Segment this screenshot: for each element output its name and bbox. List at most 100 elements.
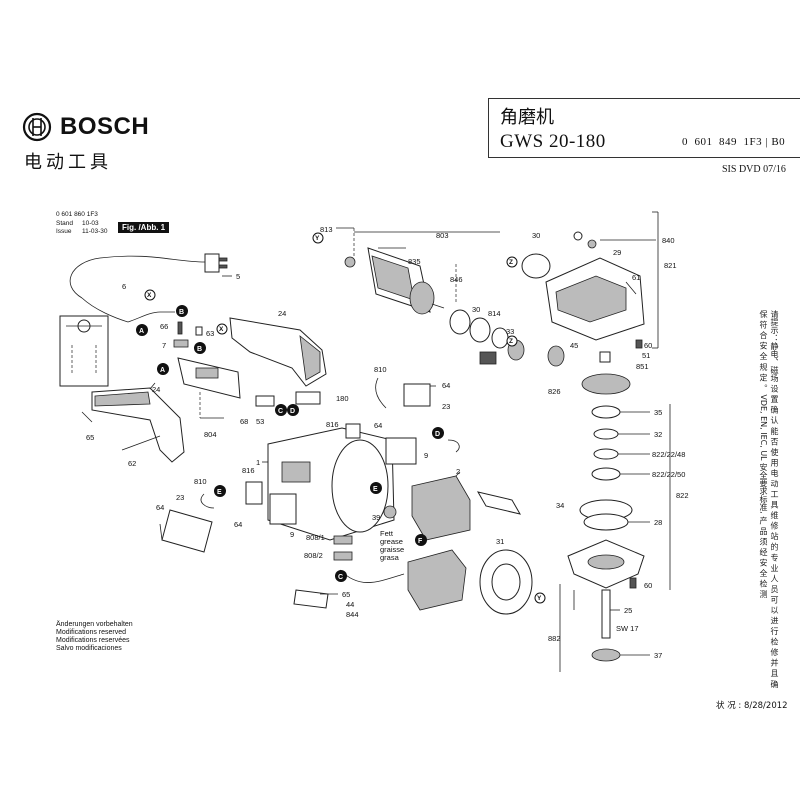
spindle-25 <box>601 589 611 639</box>
part-840b <box>587 239 597 249</box>
marker-d-2: D <box>432 427 444 439</box>
stand-value: 10-03 <box>82 220 99 227</box>
wire-d <box>447 439 460 453</box>
sis-line: SIS DVD 07/16 <box>722 164 786 175</box>
callout-24b: 24 <box>152 385 160 394</box>
brand-header: BOSCH <box>22 112 149 142</box>
housing-vent <box>281 461 311 483</box>
svg-text:E: E <box>373 486 378 493</box>
fan-part <box>479 351 497 365</box>
callout-53: 53 <box>256 417 264 426</box>
modification-notes: Änderungen vorbehalten Modifications res… <box>56 621 133 653</box>
part-808-1 <box>333 535 353 545</box>
rear-handle-cap <box>299 335 321 381</box>
callout-28: 28 <box>654 518 662 527</box>
callout-808-2: 808/2 <box>304 551 323 560</box>
marker-a-1: A <box>136 324 148 336</box>
callout-30a: 30 <box>472 305 480 314</box>
marker-a-2: A <box>157 363 169 375</box>
stand-label: Stand <box>56 220 73 227</box>
housing-opening <box>331 439 389 533</box>
callout-32: 32 <box>654 430 662 439</box>
screw-60b <box>629 577 637 589</box>
callout-60b: 60 <box>644 581 652 590</box>
part-number: 0 601 849 1F3 | B0 <box>682 136 786 148</box>
svg-text:E: E <box>217 489 222 496</box>
callout-23a: 23 <box>442 402 450 411</box>
svg-text:F: F <box>418 538 423 545</box>
bosch-logo-icon <box>22 112 52 142</box>
switch-slider <box>195 367 219 379</box>
plug-pin-1 <box>218 257 228 262</box>
part-7 <box>173 339 189 348</box>
issue-value: 11-03-30 <box>82 228 108 235</box>
part-60a <box>635 339 643 349</box>
callout-23b: 23 <box>176 493 184 502</box>
bearing-y <box>344 256 356 268</box>
callout-804: 804 <box>204 430 217 439</box>
part-63 <box>195 326 203 336</box>
callout-64c: 64 <box>156 503 164 512</box>
callout-803: 803 <box>436 231 449 240</box>
armature-shaft <box>431 303 445 309</box>
holder-816b <box>245 481 263 505</box>
cover-23b <box>161 509 213 553</box>
callout-180: 180 <box>336 394 349 403</box>
svg-text:Z: Z <box>509 259 513 266</box>
bearing-30b <box>521 253 551 279</box>
flange-center <box>587 554 625 570</box>
callout-9b: 9 <box>290 530 294 539</box>
marker-b-1: B <box>176 305 188 317</box>
callout-816a: 816 <box>326 420 339 429</box>
callout-65b: 65 <box>342 590 350 599</box>
side-safety-text: 请提示：静电、磁场 设 置 确 认 能 否 使 用 电 动 工 具 维 修 站 … <box>759 310 779 688</box>
svg-text:D: D <box>435 431 440 438</box>
callout-821: 821 <box>664 261 677 270</box>
grease-label-3: graisse <box>380 545 404 554</box>
callout-5: 5 <box>236 272 240 281</box>
label-180 <box>295 391 321 405</box>
marker-e-1: E <box>214 485 226 497</box>
cover-9b <box>269 493 297 525</box>
callout-44: 44 <box>346 600 354 609</box>
bearing-39 <box>383 505 397 519</box>
callout-39: 39 <box>372 513 380 522</box>
callout-51: 51 <box>642 351 650 360</box>
callout-31: 31 <box>496 537 504 546</box>
note-de: Änderungen vorbehalten <box>56 621 133 628</box>
callout-816b: 816 <box>242 466 255 475</box>
svg-text:C: C <box>278 408 283 415</box>
callout-810b: 810 <box>194 477 207 486</box>
callout-64a: 64 <box>442 381 450 390</box>
callout-851: 851 <box>636 362 649 371</box>
callout-62: 62 <box>128 459 136 468</box>
gear-big <box>581 373 631 395</box>
seal-28 <box>583 513 629 531</box>
callout-822-22-48: 822/22/48 <box>652 450 685 459</box>
grease-label-1: Fett <box>380 529 394 538</box>
callout-68: 68 <box>240 417 248 426</box>
bracket <box>476 491 522 515</box>
gear-head-window <box>555 275 627 323</box>
callout-7: 7 <box>162 341 166 350</box>
grease-label-2: grease <box>380 537 403 546</box>
product-title-zh: 角磨机 <box>500 107 554 128</box>
callout-846: 846 <box>450 275 463 284</box>
svg-text:B: B <box>179 309 184 316</box>
callout-822-22-50: 822/22/50 <box>652 470 685 479</box>
wire-810b <box>200 493 215 509</box>
marker-e-2: E <box>370 482 382 494</box>
plug-pin-2 <box>218 264 228 269</box>
doc-number: 0 601 860 1F3 <box>56 211 98 218</box>
screw-61 <box>625 281 637 295</box>
marker-x-2: X <box>216 323 228 335</box>
svg-text:D: D <box>290 408 295 415</box>
flange-37 <box>591 648 621 662</box>
cover-9 <box>385 437 417 465</box>
marker-d-1: D <box>287 404 299 416</box>
handle-grip <box>94 391 151 407</box>
callout-882: 882 <box>548 634 561 643</box>
callout-sw17: SW 17 <box>616 624 639 633</box>
svg-text:B: B <box>197 346 202 353</box>
marker-y-2: Y <box>534 592 546 604</box>
